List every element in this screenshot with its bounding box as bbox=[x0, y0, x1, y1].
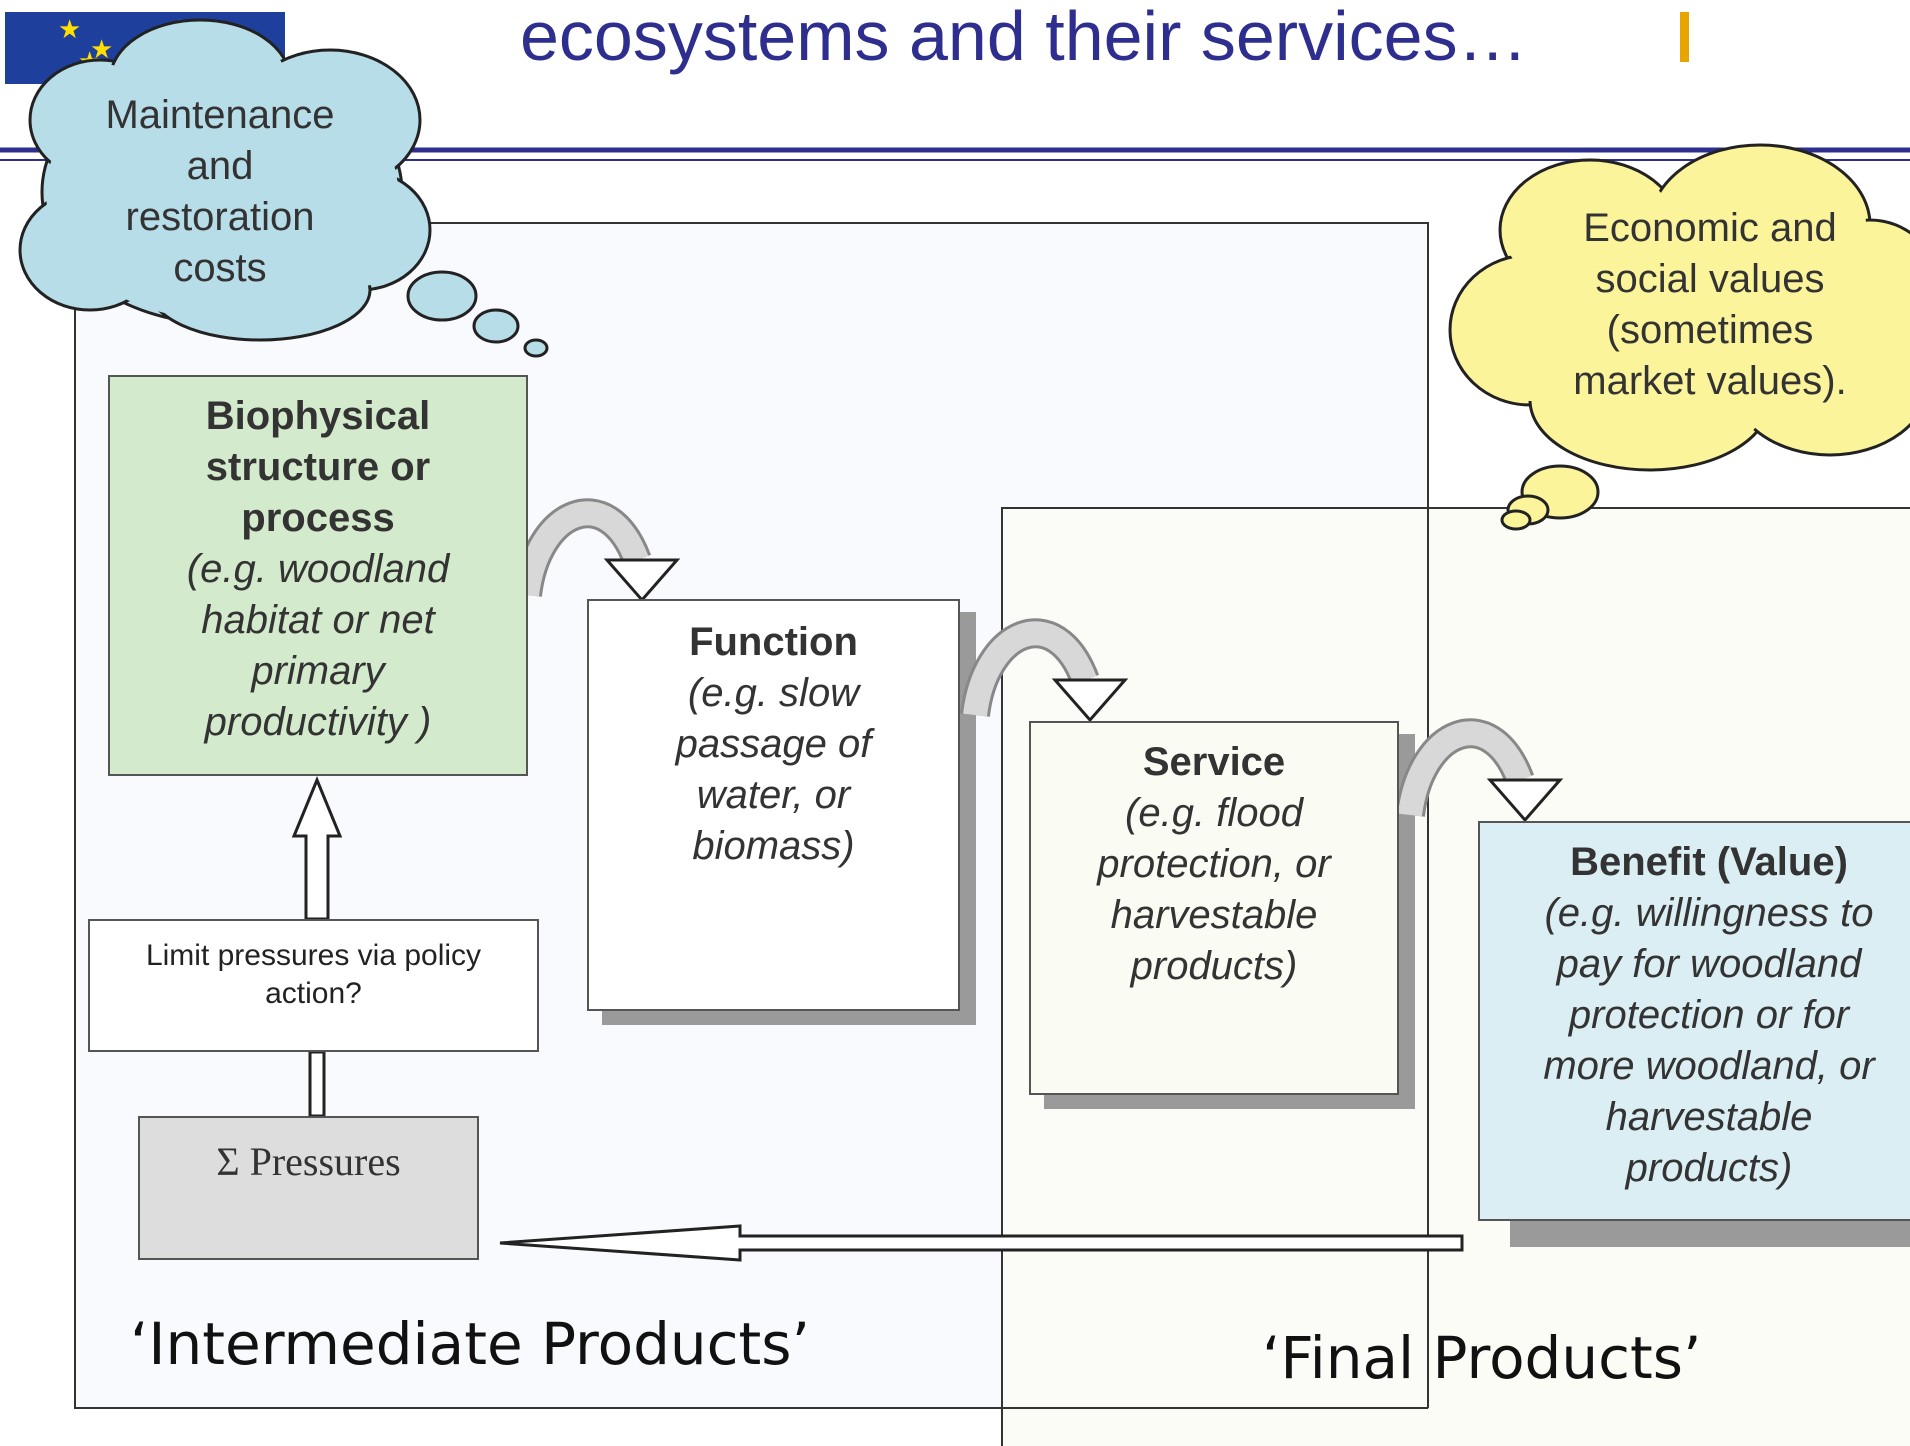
curved-arrow-service-to-benefit bbox=[1395, 718, 1564, 823]
costs-cloud-bubbles bbox=[406, 270, 549, 358]
benefit-example: more woodland, or bbox=[1543, 1044, 1875, 1088]
benefit-example: protection or for bbox=[1568, 993, 1850, 1037]
benefit-example: harvestable bbox=[1605, 1095, 1813, 1139]
service-heading: Service bbox=[1142, 740, 1286, 784]
curved-arrow-function-to-service bbox=[960, 618, 1129, 723]
svg-text:★: ★ bbox=[58, 15, 81, 45]
page-title: ecosystems and their services… bbox=[520, 0, 1528, 75]
intermediate-products-label: ‘Intermediate Products’ bbox=[130, 1310, 810, 1378]
benefit-example: (e.g. willingness to bbox=[1544, 891, 1874, 935]
service-example: harvestable bbox=[1110, 893, 1318, 937]
biophysical-box: Biophysical structure or process (e.g. w… bbox=[108, 375, 528, 776]
policy-box: Limit pressures via policy action? bbox=[88, 919, 539, 1052]
biophysical-heading: process bbox=[241, 496, 395, 540]
function-example: water, or bbox=[696, 773, 851, 817]
biophysical-example: productivity ) bbox=[204, 700, 432, 744]
costs-cloud-fill bbox=[24, 24, 426, 336]
function-heading: Function bbox=[689, 620, 858, 664]
service-example: products) bbox=[1130, 944, 1298, 988]
service-example: protection, or bbox=[1097, 842, 1331, 886]
costs-line: costs bbox=[173, 246, 267, 290]
biophysical-heading: Biophysical bbox=[205, 394, 431, 438]
values-line: (sometimes bbox=[1606, 308, 1814, 352]
costs-cloud-text: Maintenance and restoration costs bbox=[60, 90, 380, 294]
benefit-heading: Benefit (Value) bbox=[1570, 840, 1848, 884]
values-cloud-text: Economic and social values (sometimes ma… bbox=[1530, 203, 1890, 407]
biophysical-heading: structure or bbox=[205, 445, 431, 489]
accent-mark bbox=[1680, 12, 1689, 62]
values-line: Economic and bbox=[1583, 206, 1837, 250]
pressures-label: Σ Pressures bbox=[216, 1139, 401, 1184]
biophysical-example: habitat or net bbox=[201, 598, 435, 642]
svg-text:★: ★ bbox=[90, 35, 113, 65]
feedback-arrow-to-pressures bbox=[499, 1224, 1464, 1262]
service-box: Service (e.g. flood protection, or harve… bbox=[1029, 721, 1399, 1095]
costs-line: and bbox=[186, 144, 254, 188]
function-box: Function (e.g. slow passage of water, or… bbox=[587, 599, 960, 1011]
benefit-box: Benefit (Value) (e.g. willingness to pay… bbox=[1478, 821, 1910, 1221]
values-cloud-bubbles bbox=[1500, 464, 1600, 531]
curved-arrow-bio-to-function bbox=[512, 498, 681, 603]
costs-line: restoration bbox=[125, 195, 315, 239]
function-example: (e.g. slow bbox=[687, 671, 860, 715]
values-line: social values bbox=[1595, 257, 1825, 301]
pressures-box: Σ Pressures bbox=[138, 1116, 479, 1260]
box-shadows bbox=[602, 612, 1910, 1247]
biophysical-example: (e.g. woodland bbox=[186, 547, 450, 591]
final-products-label: ‘Final Products’ bbox=[1262, 1324, 1702, 1392]
function-example: biomass) bbox=[692, 824, 855, 868]
biophysical-example: primary bbox=[251, 649, 385, 693]
benefit-example: products) bbox=[1625, 1146, 1793, 1190]
policy-line: Limit pressures via policy bbox=[145, 939, 482, 972]
function-example: passage of bbox=[675, 722, 872, 766]
values-cloud-fill bbox=[1454, 149, 1910, 466]
service-example: (e.g. flood bbox=[1125, 791, 1303, 835]
costs-line: Maintenance bbox=[105, 93, 335, 137]
values-line: market values). bbox=[1573, 359, 1847, 403]
policy-line: action? bbox=[265, 977, 362, 1010]
benefit-example: pay for woodland bbox=[1556, 942, 1862, 986]
